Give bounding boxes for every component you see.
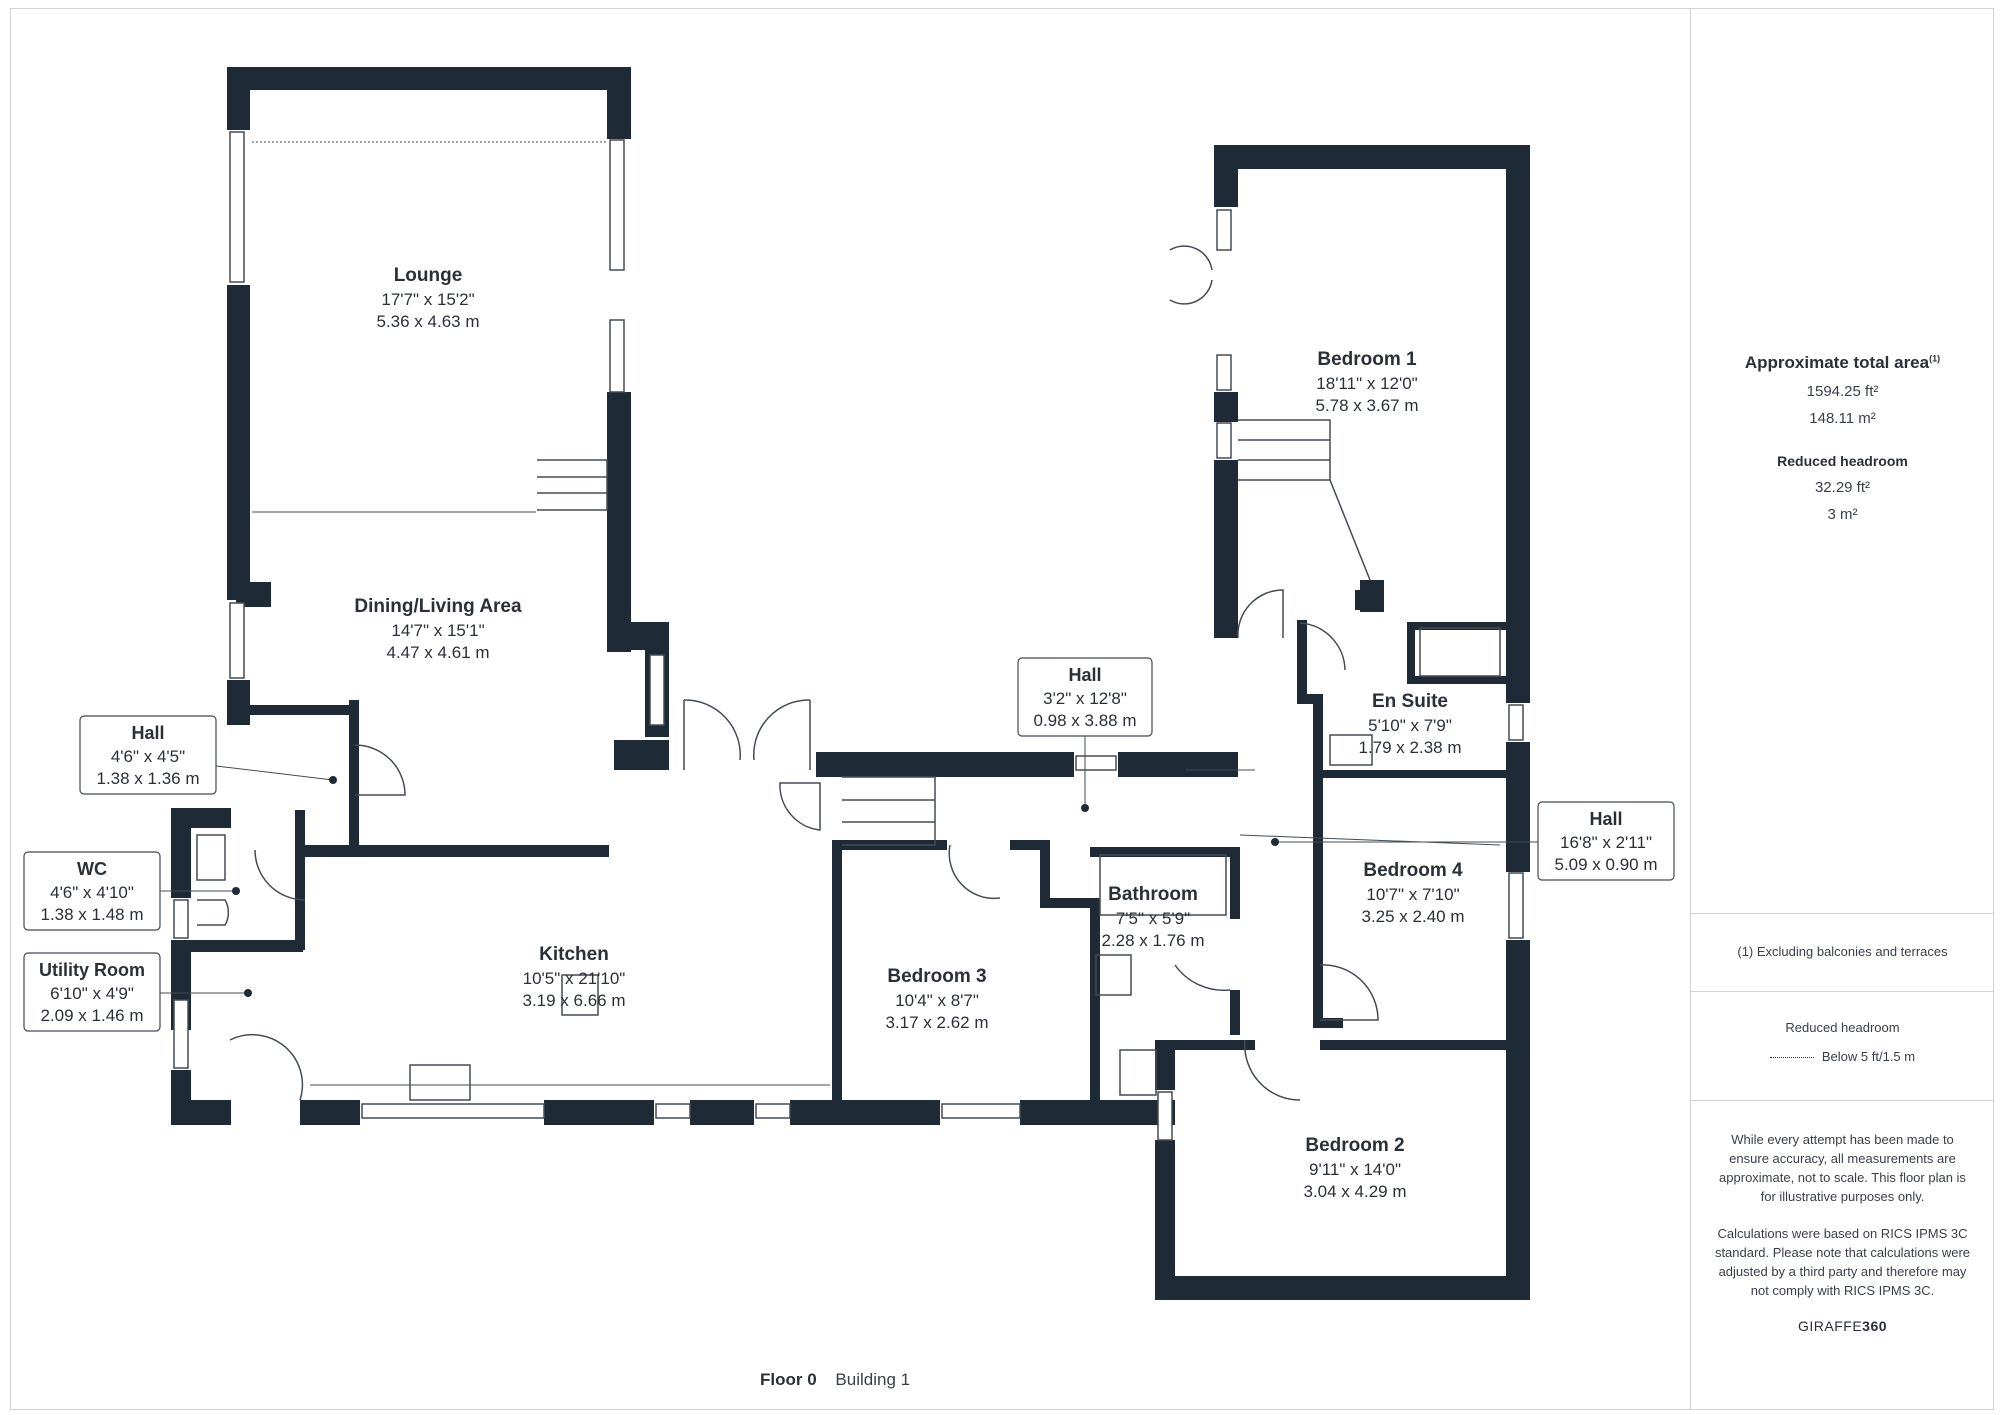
room-label-dining-living-area: Dining/Living Area 14'7" x 15'1" 4.47 x …	[354, 596, 522, 662]
room-imperial: 9'11" x 14'0"	[1309, 1160, 1401, 1179]
room-name: Bedroom 2	[1305, 1135, 1404, 1156]
callout-hall-small: Hall 4'6" x 4'5" 1.38 x 1.36 m	[79, 715, 337, 795]
callout-wc: WC 4'6" x 4'10" 1.38 x 1.48 m	[23, 851, 240, 931]
callout-name: Utility Room	[39, 960, 145, 980]
callout-imperial: 16'8" x 2'11"	[1560, 833, 1652, 852]
room-name: Kitchen	[539, 944, 609, 965]
logo-text-b: 360	[1862, 1318, 1888, 1334]
total-area-footnote-marker: (1)	[1929, 353, 1941, 364]
total-area-m: 148.11 m²	[1809, 410, 1876, 427]
room-label-en-suite: En Suite 5'10" x 7'9" 1.79 x 2.38 m	[1358, 691, 1461, 757]
room-name: En Suite	[1372, 691, 1448, 712]
room-metric: 3.17 x 2.62 m	[885, 1013, 988, 1032]
building-label: Building 1	[835, 1370, 911, 1389]
footnote: (1) Excluding balconies and terraces	[1737, 944, 1948, 959]
room-metric: 3.19 x 6.66 m	[522, 991, 625, 1010]
total-area-block: Approximate total area(1) 1594.25 ft² 14…	[1691, 353, 1994, 523]
total-area-ft: 1594.25 ft²	[1806, 383, 1879, 400]
callout-hall-east: Hall 16'8" x 2'11" 5.09 x 0.90 m	[1271, 801, 1675, 881]
room-imperial: 10'5" x 21'10"	[523, 969, 626, 988]
disclaimer-accuracy: While every attempt has been made to ens…	[1719, 1132, 1966, 1204]
room-label-lounge: Lounge 17'7" x 15'2" 5.36 x 4.63 m	[376, 265, 479, 331]
room-imperial: 10'4" x 8'7"	[895, 991, 979, 1010]
reduced-headroom-m: 3 m²	[1827, 506, 1858, 523]
reduced-headroom-ft: 32.29 ft²	[1814, 479, 1871, 496]
legend-title: Reduced headroom	[1785, 1020, 1900, 1035]
divider	[1691, 1100, 1994, 1101]
dotted-line-swatch	[1769, 1057, 1814, 1059]
callout-metric: 1.38 x 1.36 m	[96, 769, 199, 788]
room-name: Bedroom 1	[1317, 349, 1417, 370]
room-metric: 5.78 x 3.67 m	[1315, 396, 1418, 415]
room-label-bedroom-1: Bedroom 1 18'11" x 12'0" 5.78 x 3.67 m	[1315, 349, 1418, 415]
room-imperial: 14'7" x 15'1"	[391, 621, 484, 640]
room-metric: 4.47 x 4.61 m	[386, 643, 489, 662]
room-label-bedroom-3: Bedroom 3 10'4" x 8'7" 3.17 x 2.62 m	[885, 966, 988, 1032]
room-label-bedroom-4: Bedroom 4 10'7" x 7'10" 3.25 x 2.40 m	[1361, 860, 1464, 926]
room-name: Bathroom	[1108, 884, 1198, 905]
room-imperial: 17'7" x 15'2"	[381, 290, 474, 309]
room-name: Bedroom 3	[887, 966, 986, 987]
room-name: Dining/Living Area	[354, 596, 522, 617]
legend-row: Below 5 ft/1.5 m	[1691, 1049, 1994, 1064]
room-labels: Lounge 17'7" x 15'2" 5.36 x 4.63 m Dinin…	[354, 265, 1464, 1201]
floor-label: Floor 0	[760, 1370, 817, 1389]
room-metric: 1.79 x 2.38 m	[1358, 738, 1461, 757]
room-metric: 5.36 x 4.63 m	[376, 312, 479, 331]
room-name: Bedroom 4	[1363, 860, 1463, 881]
room-label-bathroom: Bathroom 7'5" x 5'9" 2.28 x 1.76 m	[1101, 884, 1204, 950]
legend-text: Below 5 ft/1.5 m	[1821, 1049, 1916, 1064]
callout-imperial: 6'10" x 4'9"	[50, 984, 134, 1003]
callout-name: WC	[77, 859, 107, 879]
total-area-title-text: Approximate total area	[1744, 353, 1930, 372]
room-label-kitchen: Kitchen 10'5" x 21'10" 3.19 x 6.66 m	[522, 944, 625, 1010]
room-imperial: 7'5" x 5'9"	[1116, 909, 1190, 928]
room-metric: 3.25 x 2.40 m	[1361, 907, 1464, 926]
room-imperial: 10'7" x 7'10"	[1366, 885, 1459, 904]
callout-name: Hall	[131, 723, 164, 743]
callout-metric: 0.98 x 3.88 m	[1033, 711, 1136, 730]
callout-name: Hall	[1589, 809, 1622, 829]
callouts: Hall 4'6" x 4'5" 1.38 x 1.36 m WC 4'6" x…	[23, 657, 1675, 1032]
room-metric: 3.04 x 4.29 m	[1303, 1182, 1406, 1201]
doors-fixtures	[196, 245, 1501, 1101]
disclaimer: While every attempt has been made to ens…	[1691, 1130, 1994, 1334]
room-imperial: 18'11" x 12'0"	[1316, 374, 1417, 393]
giraffe360-logo: GIRAFFE360	[1691, 1318, 1994, 1334]
divider	[1691, 913, 1994, 914]
walls	[171, 67, 1530, 1300]
callout-metric: 5.09 x 0.90 m	[1554, 855, 1657, 874]
logo-text-a: GIRAFFE	[1797, 1318, 1863, 1334]
windows	[173, 131, 1524, 1141]
callout-imperial: 4'6" x 4'5"	[111, 747, 185, 766]
floor-footer: Floor 0 Building 1	[760, 1370, 910, 1390]
callout-imperial: 4'6" x 4'10"	[50, 883, 134, 902]
room-metric: 2.28 x 1.76 m	[1101, 931, 1204, 950]
callout-name: Hall	[1068, 665, 1101, 685]
disclaimer-rics: Calculations were based on RICS IPMS 3C …	[1714, 1226, 1971, 1298]
legend: Reduced headroom Below 5 ft/1.5 m	[1691, 1020, 1994, 1064]
callout-metric: 2.09 x 1.46 m	[40, 1006, 143, 1025]
room-name: Lounge	[394, 265, 463, 286]
total-area-title: Approximate total area(1)	[1691, 353, 1994, 373]
callout-metric: 1.38 x 1.48 m	[40, 905, 143, 924]
room-imperial: 5'10" x 7'9"	[1368, 716, 1452, 735]
reduced-headroom-title: Reduced headroom	[1777, 453, 1908, 469]
callout-hall-central: Hall 3'2" x 12'8" 0.98 x 3.88 m	[1017, 657, 1153, 812]
floor-plan: Lounge 17'7" x 15'2" 5.36 x 4.63 m Dinin…	[23, 67, 1675, 1300]
callout-utility-room: Utility Room 6'10" x 4'9" 2.09 x 1.46 m	[23, 952, 252, 1032]
dimension-lines	[252, 141, 1501, 1086]
page-frame	[10, 8, 1994, 1410]
room-label-bedroom-2: Bedroom 2 9'11" x 14'0" 3.04 x 4.29 m	[1303, 1135, 1406, 1201]
callout-imperial: 3'2" x 12'8"	[1043, 689, 1127, 708]
summary-panel: Approximate total area(1) 1594.25 ft² 14…	[1690, 8, 1994, 1410]
divider	[1691, 991, 1994, 992]
